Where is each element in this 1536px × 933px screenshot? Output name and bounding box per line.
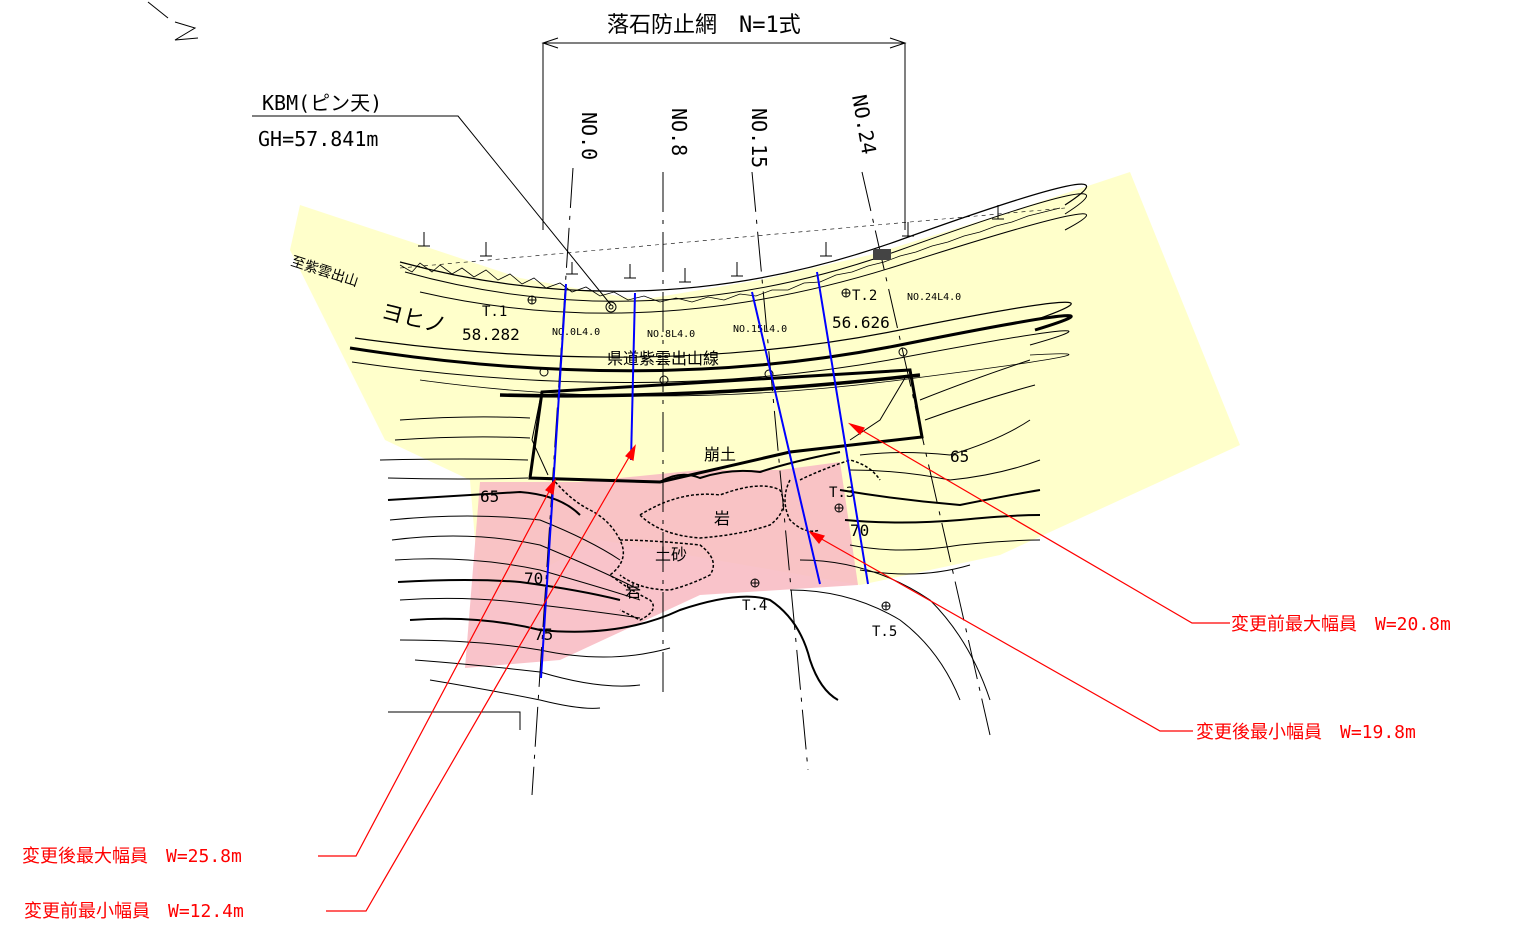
contour-65-left: 65 [480, 487, 499, 506]
annotation-after-min-width: 変更後最小幅員 W=19.8m [1196, 722, 1416, 743]
frame-lines [388, 711, 521, 730]
benchmark-t1-value: 58.282 [462, 325, 520, 344]
station-no24: NO.24 [847, 93, 881, 156]
kbm-label: KBM(ピン天) [262, 91, 382, 115]
benchmark-t2-name: T.2 [852, 288, 877, 304]
benchmark-symbols [527, 288, 908, 611]
annotation-leaders [318, 422, 1230, 912]
structure-marker [873, 249, 891, 260]
benchmark-t4-name: T.4 [742, 598, 767, 614]
label-rock-upper: 岩 [714, 509, 730, 528]
embankment-hatch [399, 207, 1061, 303]
offset-no8: NO.8L4.0 [647, 329, 695, 340]
pink-excavation-area [465, 462, 858, 668]
station-no0: NO.0 [577, 112, 601, 160]
offset-no0: NO.0L4.0 [552, 327, 600, 338]
kbm-leader [252, 115, 617, 313]
annotation-before-max-width: 変更前最大幅員 W=20.8m [1231, 614, 1451, 635]
drawing-title: 落石防止網 N=1式 [607, 13, 801, 38]
offset-no24: NO.24L4.0 [907, 292, 961, 303]
station-no8: NO.8 [667, 108, 691, 156]
title-dimension [541, 37, 907, 230]
benchmark-t1-name: T.1 [482, 304, 507, 320]
north-arrow [147, 1, 199, 41]
contour-70-left: 70 [524, 569, 543, 588]
station-no15: NO.15 [747, 108, 771, 168]
road-lines [349, 183, 1087, 398]
annotation-after-max-width: 変更後最大幅員 W=25.8m [22, 846, 242, 867]
benchmark-t3-name: T.3 [829, 485, 854, 501]
label-rock-lower: 岩 [625, 582, 641, 601]
road-name: 県道紫雲出山線 [607, 349, 719, 368]
kbm-gh: GH=57.841m [258, 127, 378, 151]
benchmark-t2-value: 56.626 [832, 313, 890, 332]
label-collapse-soil: 崩土 [704, 445, 736, 464]
benchmark-t5-name: T.5 [872, 624, 897, 640]
fence-markers [418, 205, 1004, 283]
annotation-before-min-width: 変更前最小幅員 W=12.4m [24, 901, 244, 922]
label-sediment: 土砂 [655, 545, 687, 564]
contour-65-right: 65 [950, 447, 969, 466]
contour-lines [379, 359, 1041, 709]
